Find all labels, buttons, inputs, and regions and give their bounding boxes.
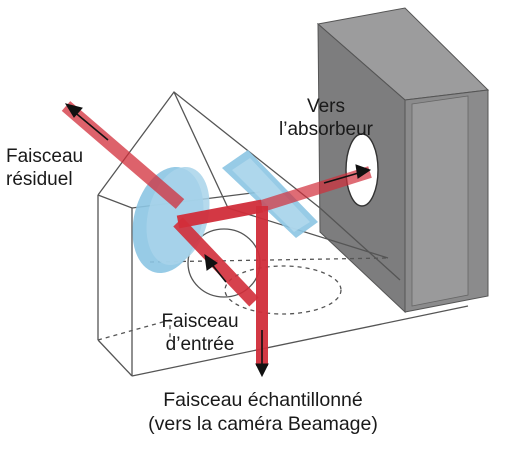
residual-beam-line <box>61 101 185 209</box>
input-beam-line2: d’entrée <box>165 334 235 355</box>
arrows <box>64 103 372 378</box>
input-beam-label: Faisceau d’entrée <box>150 310 250 356</box>
right-optic-face <box>232 158 310 232</box>
arrow-icon <box>355 164 372 179</box>
absorber-beam-line <box>260 166 372 212</box>
housing-inner-edge <box>227 207 389 259</box>
absorber-front-panel <box>411 95 469 307</box>
housing-roof-ridge <box>173 91 229 209</box>
arrow-icon <box>255 363 269 378</box>
residual-beam-line1: Faisceau <box>6 146 84 167</box>
residual-beam-line2: résiduel <box>6 169 73 190</box>
housing-bottom-left <box>97 339 133 377</box>
to-absorber-line2: l’absorbeur <box>279 119 373 140</box>
absorber-block <box>316 7 490 314</box>
internal-beam-line <box>176 199 264 229</box>
to-absorber-label: Vers l’absorbeur <box>266 95 386 141</box>
housing-hidden-ellipse <box>224 265 342 315</box>
housing-bottom-front <box>131 305 469 377</box>
housing-hidden-edge <box>97 319 171 341</box>
sampled-beam-label: Faisceau échantillonné (vers la caméra B… <box>128 388 398 436</box>
arrow-icon <box>64 103 83 118</box>
residual-beam-label: Faisceau résiduel <box>6 145 83 191</box>
sampled-beam-line2: (vers la caméra Beamage) <box>148 413 378 435</box>
arrow-icon <box>204 253 218 271</box>
arrow-icon <box>323 171 363 184</box>
housing-right-edge <box>319 207 401 281</box>
to-absorber-line1: Vers <box>306 96 346 117</box>
arrow-icon <box>71 109 109 141</box>
input-beam-line1: Faisceau <box>161 311 239 332</box>
sampled-beam-line1: Faisceau échantillonné <box>163 389 363 411</box>
